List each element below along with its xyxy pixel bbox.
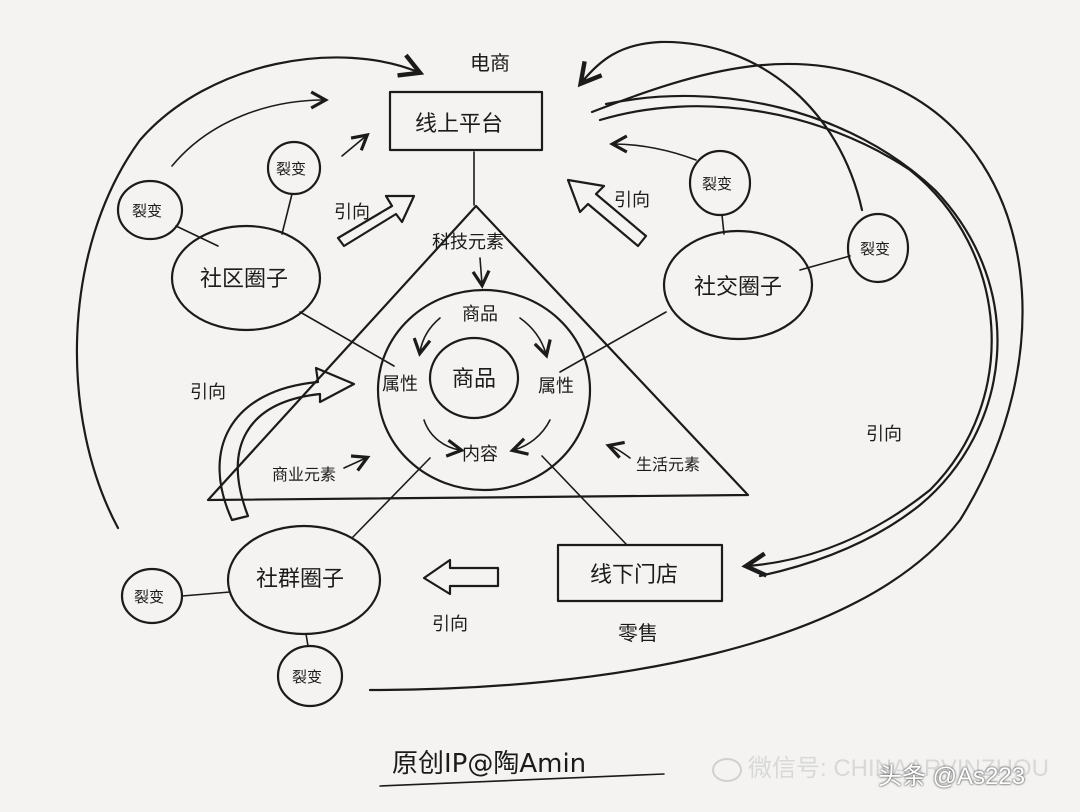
content-label: 内容 (462, 444, 498, 465)
arrow-fission1-platform (171, 90, 329, 167)
wechat-id: 微信号: CHINAARVINZHOU (748, 755, 1049, 782)
fission-label-5: 裂变 (134, 588, 164, 606)
fission-label-3: 裂变 (702, 175, 732, 193)
product-top-label: 商品 (462, 304, 498, 325)
fission-label-6: 裂变 (292, 668, 322, 686)
group-circle (226, 524, 382, 636)
fission-bubble-2 (266, 140, 322, 196)
business-elements-label: 商业元素 (272, 465, 336, 484)
life-elements-label: 生活元素 (636, 455, 700, 474)
arrow-tech-down (471, 257, 491, 289)
guide-arrow-social (566, 178, 648, 248)
guide-label-curved: 引向 (190, 382, 226, 403)
fission-bubble-3 (688, 149, 752, 217)
guide-arrow-curved (218, 366, 356, 522)
fission-label-4: 裂变 (860, 240, 890, 258)
link-fission5-group (181, 591, 231, 597)
arrow-fission2-platform (341, 132, 370, 157)
arrow-business-in (343, 454, 371, 472)
link-community-attr (299, 311, 395, 367)
link-social-attr (559, 311, 667, 373)
link-offline-content (541, 455, 627, 545)
arrow-product-to-right-attr (519, 317, 552, 359)
retail-label: 零售 (618, 621, 658, 645)
main-triangle (206, 204, 750, 502)
signature: 原创IP@陶Amin (392, 749, 586, 779)
signature-underline (379, 773, 665, 787)
fission-label-1: 裂变 (132, 202, 162, 220)
attribute-left-label: 属性 (382, 374, 418, 395)
online-platform-box (388, 90, 544, 152)
fission-bubble-6 (276, 644, 344, 708)
social-circle (662, 229, 814, 341)
guide-arrow-community (336, 194, 416, 248)
link-fission1-community (175, 225, 219, 247)
guide-label-right: 引向 (866, 424, 902, 445)
arrow-fission3-platform (609, 134, 697, 161)
tech-elements-label: 科技元素 (432, 232, 504, 253)
fission-bubble-4 (846, 212, 910, 284)
guide-label-offline: 引向 (432, 614, 468, 635)
outer-loop-bottom-inner-2 (604, 94, 999, 578)
attribute-right-label: 属性 (538, 376, 574, 397)
product-center-label: 商品 (452, 367, 496, 392)
outer-loop-bottom (368, 62, 1024, 692)
social-circle-label: 社交圈子 (694, 275, 782, 300)
fission-bubble-1 (116, 179, 184, 241)
arrow-product-to-left-attr (412, 317, 441, 357)
wechat-watermark: 微信号: CHINAARVINZHOU (712, 748, 1049, 783)
link-fission3-social (721, 214, 725, 235)
link-fission2-community (281, 193, 293, 235)
community-circle (170, 224, 322, 332)
link-fission4-social (799, 255, 851, 271)
outer-loop-left (75, 53, 425, 530)
link-group-content (351, 457, 431, 539)
guide-label-social: 引向 (614, 190, 650, 211)
ecommerce-label: 电商 (470, 51, 510, 75)
online-platform-label: 线上平台 (415, 112, 503, 137)
arrow-left-attr-to-content (423, 419, 465, 458)
toutiao-watermark: 头条 @As223 (878, 763, 1026, 790)
arrow-right-attr-to-content (509, 419, 551, 456)
group-circle-label: 社群圈子 (256, 567, 344, 592)
wechat-icon (712, 757, 742, 782)
arrow-life-in (605, 440, 631, 459)
offline-store-box (556, 543, 724, 603)
community-circle-label: 社区圈子 (200, 267, 288, 292)
fission-label-2: 裂变 (276, 160, 306, 178)
link-fission6-group (305, 633, 309, 647)
outer-ring (376, 288, 592, 492)
outer-loop-right-top (577, 40, 864, 212)
outer-loop-bottom-inner (598, 105, 993, 578)
inner-ring (428, 336, 520, 420)
guide-label-community: 引向 (334, 202, 370, 223)
guide-arrow-offline-group (422, 558, 500, 596)
offline-store-label: 线下门店 (590, 563, 678, 588)
